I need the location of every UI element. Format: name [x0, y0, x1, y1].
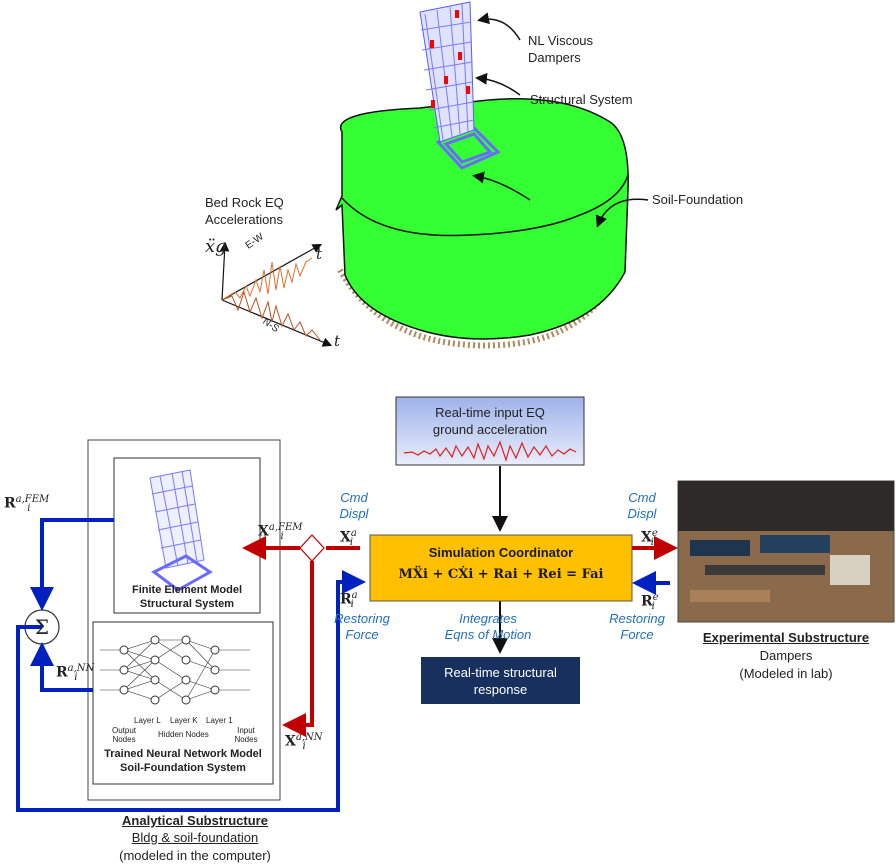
analytical-line2: (modeled in the computer): [119, 848, 271, 863]
nn-layer-l-label: Layer L: [134, 716, 161, 725]
r-a-symbol: Rai: [340, 590, 358, 611]
analytical-line1: Bldg & soil-foundation: [131, 830, 259, 845]
cmd-displ-left-label: Cmd Displ: [339, 490, 369, 521]
experimental-line1: Dampers: [759, 648, 813, 663]
input-eq-box: [395, 396, 585, 466]
input-eq-text: Real-time input EQ ground acceleration: [432, 405, 548, 437]
nn-layer-1-label: Layer 1: [206, 716, 233, 725]
coordinator-equation: MẌi + CẊi + Rai + Rei = Fai: [398, 567, 604, 582]
bedrock-eq-label: Bed Rock EQ Accelerations: [205, 195, 284, 227]
lab-photo: [677, 480, 895, 623]
r-nn-symbol: Ra,NNi: [56, 663, 95, 684]
restoring-force-left-label: Restoring Force: [334, 611, 390, 642]
integrates-eqns-label: Integrates Eqns of Motion: [444, 611, 532, 642]
nn-layer-k-label: Layer K: [170, 716, 198, 725]
bedrock-accelerations-drawing: [219, 241, 333, 347]
r-e-symbol: Rei: [641, 592, 659, 613]
response-text: Real-time structural response: [444, 665, 557, 697]
x-a-symbol: Xai: [340, 528, 357, 549]
nn-caption: Trained Neural Network Model Soil-Founda…: [104, 748, 262, 774]
x-nn-symbol: Xa,NNi: [285, 732, 323, 753]
t-axis-label-ew: t: [316, 245, 323, 263]
analytical-title: Analytical Substructure: [122, 813, 268, 828]
experimental-title: Experimental Substructure: [702, 630, 870, 645]
x-fem-symbol: Xa,FEMi: [258, 522, 303, 543]
t-axis-label-ns: t: [334, 332, 341, 350]
r-fem-symbol: Ra,FEMi: [4, 494, 50, 515]
structural-system-label: Structural System: [530, 92, 633, 107]
fem-caption: Finite Element Model Structural System: [131, 584, 242, 610]
nn-input-nodes-label: Input Nodes: [234, 726, 258, 744]
coordinator-box: [369, 534, 633, 602]
restoring-force-right-label: Restoring Force: [609, 611, 665, 642]
soil-foundation-label: Soil-Foundation: [652, 192, 744, 207]
response-box: [421, 657, 580, 704]
xg-symbol: ẍg: [205, 236, 227, 257]
cmd-displ-right-label: Cmd Displ: [627, 490, 657, 521]
coordinator-title: Simulation Coordinator: [428, 545, 574, 560]
nn-hidden-nodes-label: Hidden Nodes: [158, 730, 209, 739]
structure-tower-drawing: [419, 1, 649, 228]
nl-viscous-dampers-label: NL Viscous Dampers: [528, 33, 594, 65]
experimental-line2: (Modeled in lab): [739, 666, 833, 681]
x-e-symbol: Xei: [641, 528, 658, 549]
nn-output-nodes-label: Output Nodes: [111, 726, 136, 744]
sigma-summation-icon: Σ: [34, 615, 50, 639]
